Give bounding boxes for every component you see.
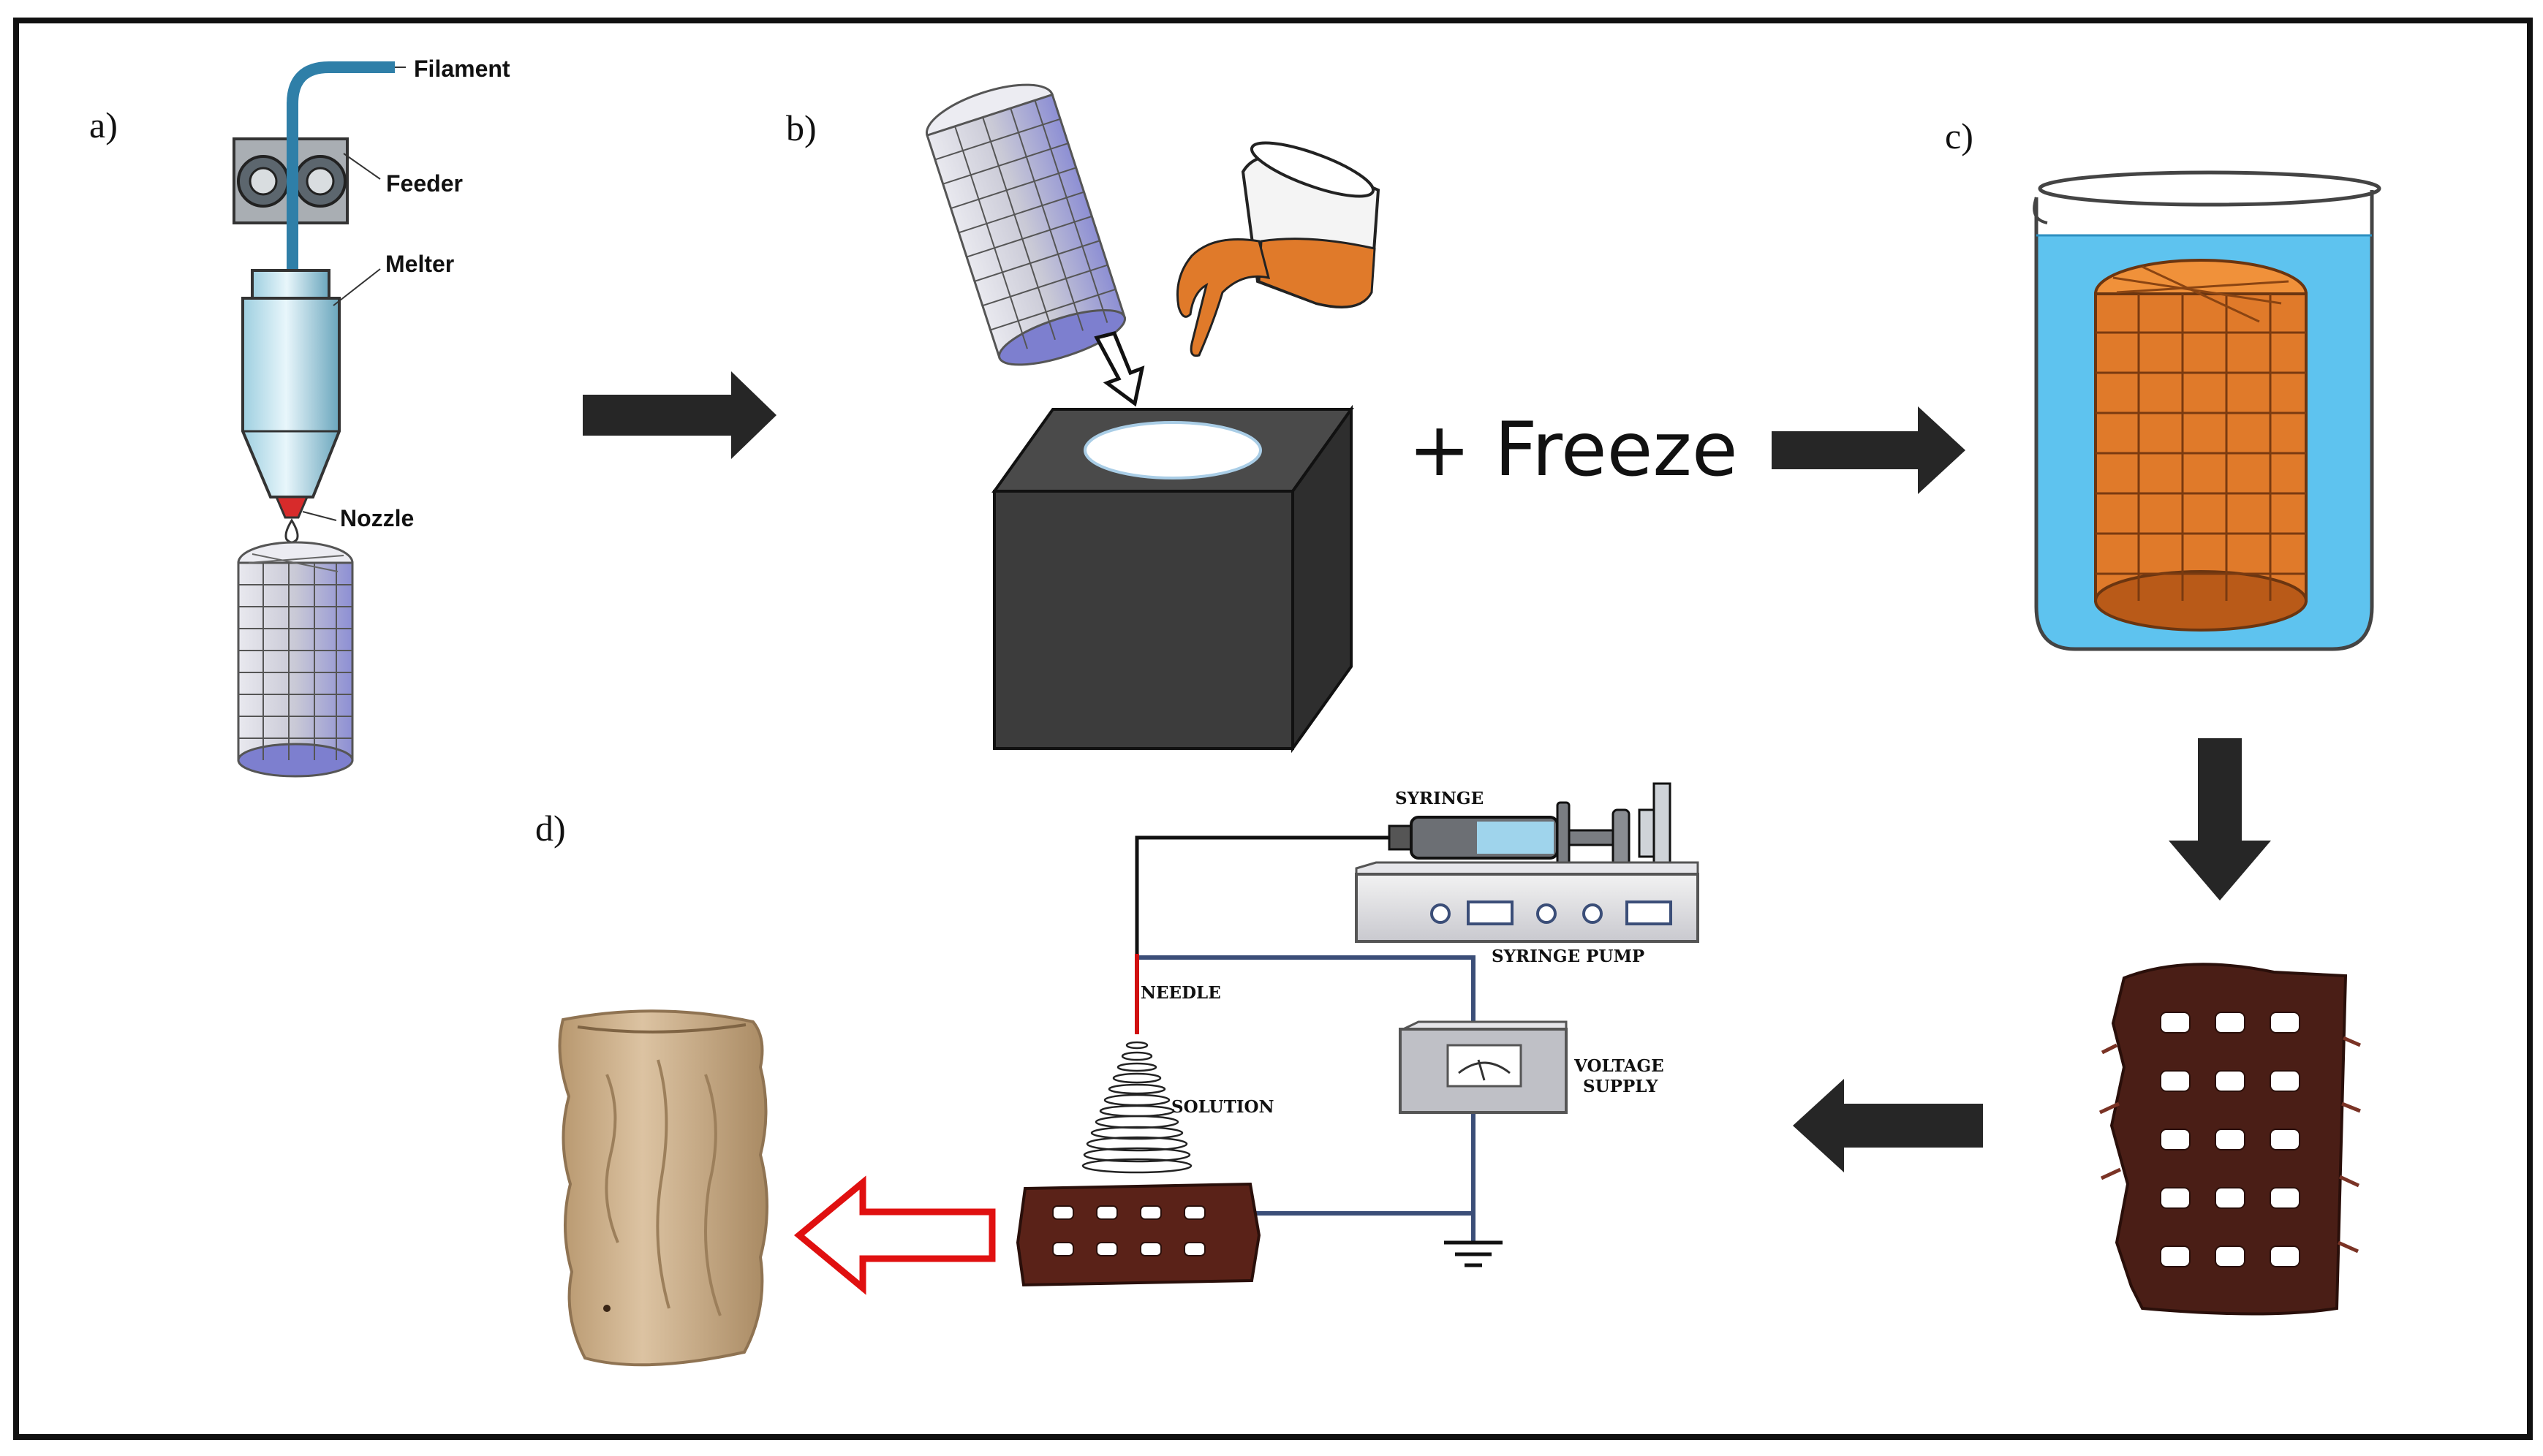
supply-wire (1137, 955, 1475, 1027)
voltage-supply (1399, 1020, 1568, 1114)
orange-scaffold (2094, 259, 2308, 632)
lattice-template (925, 83, 1127, 366)
arrow-to-electrospinning (1793, 1079, 1983, 1172)
collector-scaffold (1016, 1182, 1261, 1287)
solution-jet-spiral (1081, 1041, 1193, 1174)
leaching-beaker (2033, 170, 2381, 651)
syringe-pump-label: SYRINGE PUMP (1492, 947, 1644, 966)
panel-label-d: d) (535, 808, 566, 849)
filament-strand (287, 61, 395, 278)
filament-label: Filament (414, 56, 510, 82)
coated-scaffold (558, 1009, 768, 1367)
panel-label-c: c) (1945, 115, 1973, 156)
arrow-b-to-c (1772, 406, 1965, 494)
freeze-step-text: + Freeze (1408, 406, 1738, 493)
voltage-supply-label-line2: SUPPLY (1583, 1077, 1658, 1096)
insert-arrow-icon (1094, 331, 1145, 407)
solution-label: SOLUTION (1171, 1097, 1274, 1117)
melter-cap (251, 269, 330, 300)
ground-icon (1444, 1240, 1503, 1267)
nozzle-label: Nozzle (340, 505, 414, 531)
syringe-label: SYRINGE (1395, 789, 1484, 808)
panel-label-a: a) (89, 105, 118, 145)
feeder-label: Feeder (386, 170, 463, 197)
casting-setup: + Freeze (925, 83, 1738, 754)
panel-label-b: b) (786, 107, 817, 148)
voltage-supply-label-line1: VOLTAGE (1573, 1056, 1664, 1076)
result-arrow (793, 1175, 996, 1295)
fdm-printer: Filament Feeder Melter Nozzle (233, 56, 510, 778)
arrow-a-to-b (583, 371, 776, 459)
electrospinning-setup: SYRINGE SYRINGE PUMP NEEDLE SOLUTION (558, 782, 1699, 1367)
ground-wire (1250, 1112, 1475, 1243)
arrow-c-down (2169, 738, 2271, 900)
poured-liquid (1176, 238, 1271, 357)
needle-wire (1135, 835, 1389, 954)
pouring-beaker (1241, 141, 1380, 308)
needle-label: NEEDLE (1141, 983, 1221, 1003)
syringe (1388, 782, 1671, 876)
brown-scaffold (2098, 963, 2361, 1316)
mold-box (991, 404, 1354, 754)
mold-cavity (1084, 421, 1262, 479)
nozzle-tip (274, 496, 309, 519)
printed-lattice-scaffold (237, 541, 354, 778)
beaker-glass (2034, 190, 2374, 651)
melter-label: Melter (385, 251, 454, 277)
melter-body (241, 297, 341, 498)
syringe-pump (1355, 861, 1699, 943)
